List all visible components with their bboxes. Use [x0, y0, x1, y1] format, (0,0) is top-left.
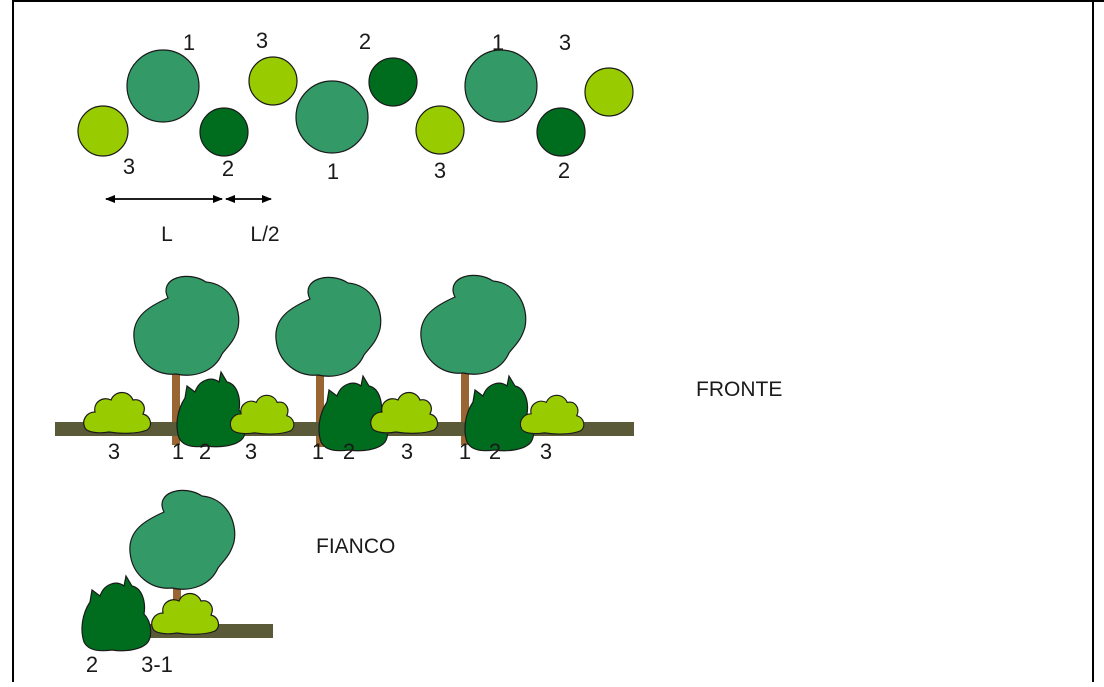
tree-crown-icon — [275, 276, 382, 377]
light-shrub-icon — [519, 394, 585, 435]
front-number-label: 2 — [199, 439, 211, 464]
tree-trunk — [173, 568, 181, 628]
plan-light-shrub — [584, 67, 634, 117]
span-label: L — [161, 223, 173, 246]
front-number-label: 3 — [108, 439, 120, 464]
front-number-label: 2 — [343, 439, 355, 464]
diagram-frame — [12, 0, 1104, 682]
plan-number-label: 3 — [434, 158, 446, 183]
side-view-label: FIANCO — [316, 535, 395, 558]
side-number-label: 2 — [86, 652, 98, 677]
plan-tree — [126, 49, 200, 123]
half-span-label: L/2 — [250, 223, 279, 246]
tree-trunk — [172, 360, 180, 445]
plan-number-label: 1 — [492, 30, 504, 55]
light-shrub-icon — [151, 592, 220, 635]
plan-number-label: 1 — [327, 159, 339, 184]
front-number-label: 3 — [245, 439, 257, 464]
tree-crown-icon — [129, 489, 236, 590]
plan-number-label: 2 — [222, 156, 234, 181]
plan-number-label: 2 — [558, 158, 570, 183]
plan-dark-shrub — [199, 107, 249, 157]
light-shrub-icon — [83, 391, 152, 434]
front-number-label: 3 — [401, 439, 413, 464]
tree-trunk — [461, 365, 469, 445]
side-number-label: 3-1 — [141, 652, 173, 677]
tree-crown-icon — [133, 275, 240, 376]
light-shrub-icon — [229, 394, 295, 435]
dark-shrub-icon — [176, 370, 247, 448]
front-number-label: 1 — [312, 439, 324, 464]
side-elevation: 2 3-1 — [81, 489, 273, 677]
dark-shrub-icon — [81, 574, 152, 652]
light-shrub-icon — [370, 391, 439, 434]
plan-tree — [464, 49, 538, 123]
tree-trunk — [316, 365, 324, 447]
front-number-label: 1 — [172, 439, 184, 464]
plan-light-shrub — [415, 105, 465, 155]
plan-dark-shrub — [536, 107, 586, 157]
plan-number-label: 2 — [359, 29, 371, 54]
front-number-label: 3 — [540, 439, 552, 464]
plan-light-shrub — [77, 105, 129, 157]
front-number-label: 1 — [459, 439, 471, 464]
plan-dark-shrub — [368, 57, 418, 107]
dark-shrub-icon — [464, 374, 535, 452]
plan-view: 1 3 2 1 3 3 2 1 3 2L L/2 — [77, 28, 634, 246]
plan-number-label: 1 — [183, 30, 195, 55]
tree-crown-icon — [420, 274, 527, 375]
front-view-label: FRONTE — [696, 378, 782, 401]
plan-number-label: 3 — [559, 30, 571, 55]
plan-number-label: 3 — [256, 28, 268, 53]
front-number-label: 2 — [489, 439, 501, 464]
plan-tree — [295, 80, 369, 154]
plan-number-label: 3 — [123, 154, 135, 179]
plan-light-shrub — [248, 56, 298, 106]
